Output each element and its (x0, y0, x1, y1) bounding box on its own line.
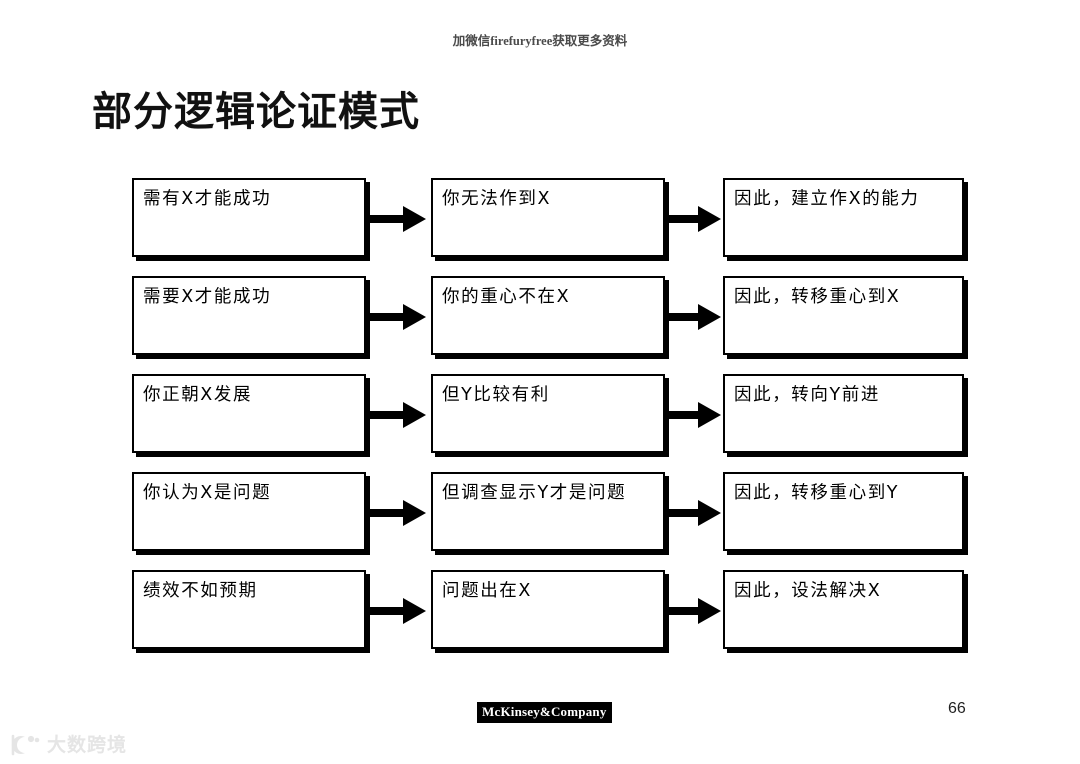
conflict-text: 问题出在X (442, 581, 532, 601)
conflict-text: 但调查显示Y才是问题 (442, 483, 627, 503)
conflict-text: 但Y比较有利 (442, 385, 550, 405)
promo-watermark: 加微信firefuryfree获取更多资料 (452, 34, 628, 48)
conclusion-text: 因此，转移重心到Y (734, 483, 900, 503)
conflict-text: 你无法作到X (442, 189, 552, 209)
arrow-right-block-icon (370, 400, 426, 430)
flow-row: 你正朝X发展 但Y比较有利 因此，转向Y前进 (132, 374, 964, 453)
premise-text: 绩效不如预期 (143, 581, 258, 601)
conclusion-box: 因此，设法解决X (723, 570, 964, 649)
premise-text: 你正朝X发展 (143, 385, 253, 405)
conclusion-text: 因此，设法解决X (734, 581, 882, 601)
flow-row: 绩效不如预期 问题出在X 因此，设法解决X (132, 570, 964, 649)
flow-row: 需有X才能成功 你无法作到X 因此，建立作X的能力 (132, 178, 964, 257)
conclusion-box: 因此，建立作X的能力 (723, 178, 964, 257)
conclusion-text: 因此，建立作X的能力 (734, 189, 920, 209)
conflict-text: 你的重心不在X (442, 287, 571, 307)
premise-box: 绩效不如预期 (132, 570, 366, 649)
premise-text: 需有X才能成功 (143, 189, 272, 209)
premise-text: 需要X才能成功 (143, 287, 272, 307)
page-number: 66 (948, 700, 966, 717)
conflict-box: 但调查显示Y才是问题 (431, 472, 665, 551)
page-title: 部分逻辑论证模式 (92, 88, 420, 135)
conflict-box: 你无法作到X (431, 178, 665, 257)
arrow-right-block-icon (665, 400, 721, 430)
premise-box: 你认为X是问题 (132, 472, 366, 551)
conflict-box: 你的重心不在X (431, 276, 665, 355)
arrow-right-block-icon (370, 204, 426, 234)
brand-watermark: 大数跨境 (10, 733, 127, 757)
conclusion-text: 因此，转移重心到X (734, 287, 901, 307)
conflict-box: 但Y比较有利 (431, 374, 665, 453)
conclusion-box: 因此，转移重心到X (723, 276, 964, 355)
conclusion-box: 因此，转移重心到Y (723, 472, 964, 551)
mckinsey-logo: McKinsey&Company (477, 702, 612, 723)
flow-row: 需要X才能成功 你的重心不在X 因此，转移重心到X (132, 276, 964, 355)
logic-flow-diagram: 需有X才能成功 你无法作到X 因此，建立作X的能力 需要X才能成功 (132, 178, 964, 649)
premise-box: 需要X才能成功 (132, 276, 366, 355)
arrow-right-block-icon (370, 498, 426, 528)
conclusion-box: 因此，转向Y前进 (723, 374, 964, 453)
premise-box: 需有X才能成功 (132, 178, 366, 257)
arrow-right-block-icon (370, 596, 426, 626)
conclusion-text: 因此，转向Y前进 (734, 385, 880, 405)
arrow-right-block-icon (665, 498, 721, 528)
conflict-box: 问题出在X (431, 570, 665, 649)
arrow-right-block-icon (370, 302, 426, 332)
brand-watermark-text: 大数跨境 (47, 733, 128, 756)
brand-logo-icon (11, 734, 40, 756)
arrow-right-block-icon (665, 596, 721, 626)
premise-text: 你认为X是问题 (143, 483, 272, 503)
arrow-right-block-icon (665, 302, 721, 332)
flow-row: 你认为X是问题 但调查显示Y才是问题 因此，转移重心到Y (132, 472, 964, 551)
premise-box: 你正朝X发展 (132, 374, 366, 453)
arrow-right-block-icon (665, 204, 721, 234)
